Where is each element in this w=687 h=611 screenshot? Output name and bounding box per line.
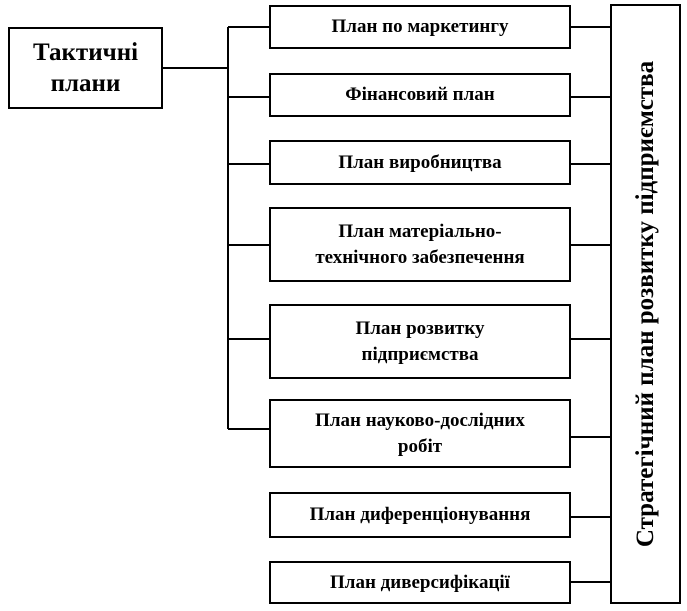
plan-box-label-line-2: технічного забезпечення — [315, 246, 525, 268]
plan-box-label: План диференціонування — [309, 504, 531, 525]
plan-box-label: План диверсифікації — [330, 571, 510, 593]
plan-box-label: План виробництва — [338, 151, 502, 173]
tactical-plans-label: Тактичні плани — [33, 37, 138, 99]
plan-box-label-line-1: План науково-дослідних — [315, 409, 525, 431]
plan-box-label: План по маркетингу — [331, 16, 509, 37]
plan-box-label-line-2: підприємства — [361, 343, 479, 365]
plan-box-differentiation: План диференціонування — [269, 492, 571, 538]
plan-box-diversification: План диверсифікації — [269, 561, 571, 604]
plan-box-marketing: План по маркетингу — [269, 5, 571, 49]
strategic-plan-box: Стратегічний план розвитку підприємства — [610, 4, 681, 604]
tactical-plans-box: Тактичні плани — [8, 27, 163, 109]
plan-box-label-line-1: План розвитку — [355, 317, 485, 339]
plan-box-enterprise-development: План розвитку підприємства — [269, 304, 571, 379]
plan-box-material-supply: План матеріально- технічного забезпеченн… — [269, 207, 571, 282]
tactical-label-line-1: Тактичні — [32, 39, 139, 66]
plan-box-research: План науково-дослідних робіт — [269, 399, 571, 468]
plan-box-production: План виробництва — [269, 140, 571, 185]
plan-box-label-line-1: План матеріально- — [338, 220, 502, 242]
plan-box-label-line-2: робіт — [397, 435, 443, 457]
tactical-label-line-2: плани — [50, 70, 121, 97]
plan-box-label: Фінансовий план — [345, 84, 495, 105]
strategic-plan-label: Стратегічний план розвитку підприємства — [631, 60, 659, 548]
plan-box-financial: Фінансовий план — [269, 73, 571, 117]
